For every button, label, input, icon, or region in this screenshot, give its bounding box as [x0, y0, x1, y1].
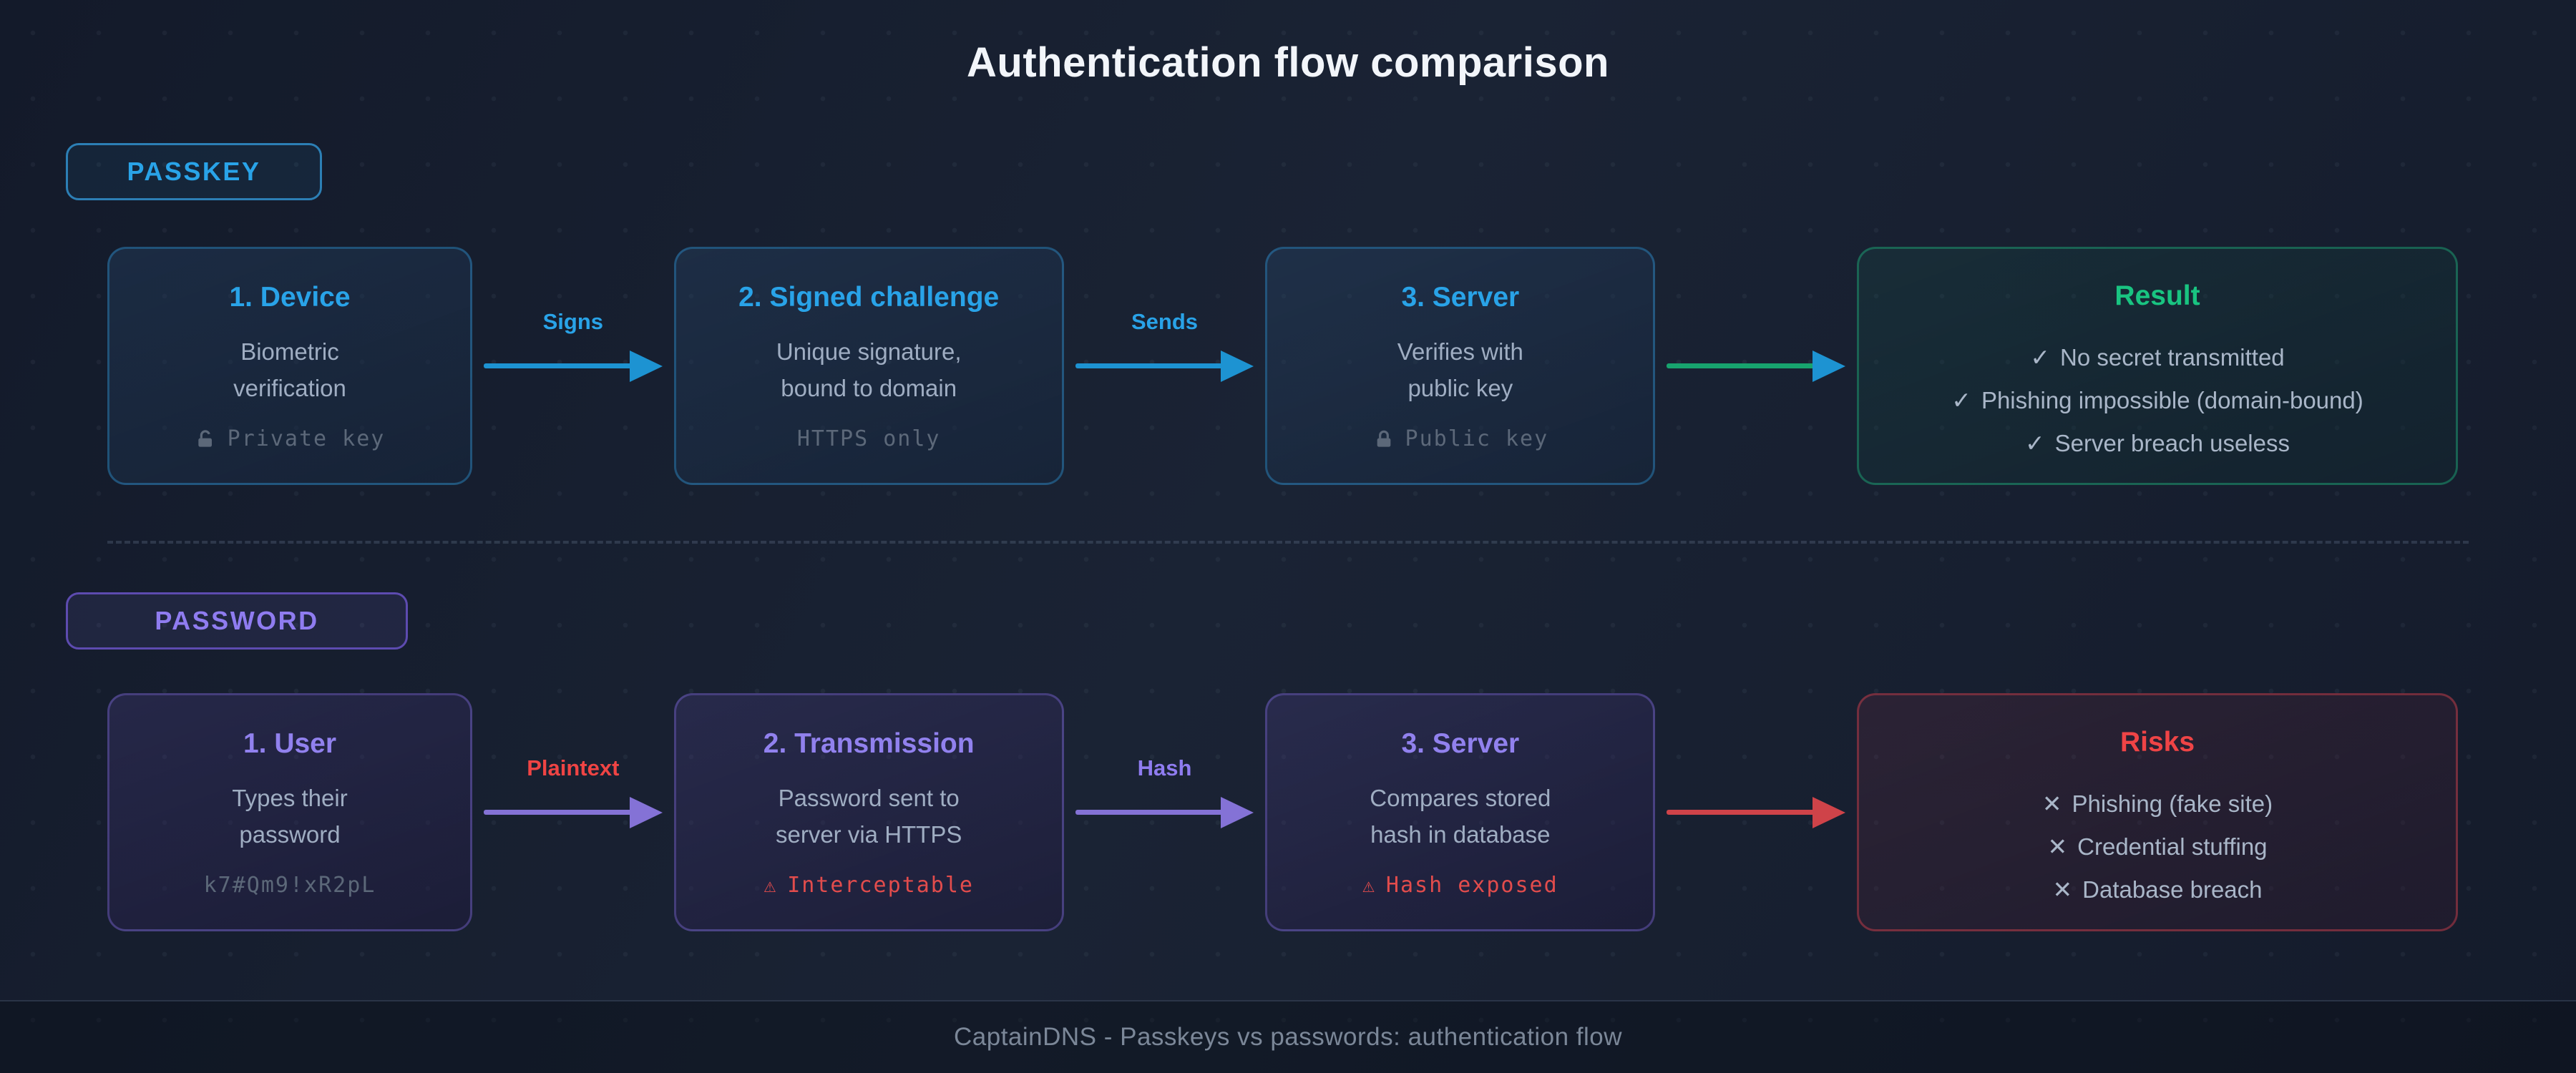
- arrow-head-icon: [1221, 796, 1254, 828]
- step-title: 1. User: [243, 728, 337, 759]
- password-badge: PASSWORD: [66, 592, 408, 650]
- step-note-text: Interceptable: [787, 873, 974, 898]
- password-step-user: 1. User Types their password k7#Qm9!xR2p…: [107, 693, 472, 931]
- step-body: Unique signature, bound to domain: [776, 338, 962, 402]
- arrow-graphic: Sends: [1075, 309, 1254, 382]
- risks-title: Risks: [2119, 727, 2195, 758]
- result-box: Result ✓ No secret transmitted ✓ Phishing …: [1857, 247, 2459, 485]
- step-note: HTTPS only: [797, 426, 941, 451]
- passkey-flow-row: 1. Device Biometric verification Private…: [107, 247, 2459, 485]
- arrow-sends: Sends: [1064, 247, 1266, 485]
- arrow-graphic: Plaintext: [484, 755, 663, 828]
- step-body: Compares stored hash in database: [1370, 785, 1551, 848]
- arrow-line: [1075, 363, 1224, 368]
- result-item: ✓ No secret transmitted: [2030, 336, 2284, 379]
- risk-item-text: Phishing (fake site): [2072, 790, 2273, 817]
- passkey-step-signed-challenge: 2. Signed challenge Unique signature, bo…: [673, 247, 1064, 485]
- result-item-text: Phishing impossible (domain-bound): [1981, 387, 2363, 414]
- page-title: Authentication flow comparison: [967, 39, 1609, 86]
- password-step-server: 3. Server Compares stored hash in databa…: [1265, 693, 1656, 931]
- arrow-hash: Hash: [1064, 693, 1266, 931]
- footer-bar: CaptainDNS - Passkeys vs passwords: auth…: [0, 1000, 2576, 1073]
- lock-icon: [1372, 428, 1395, 451]
- cross-icon: ✕: [2052, 876, 2073, 903]
- result-title: Result: [2114, 280, 2200, 311]
- risks-box: Risks ✕Phishing (fake site) ✕Credential …: [1857, 693, 2459, 931]
- passkey-badge-label: PASSKEY: [127, 157, 261, 186]
- check-icon: ✓: [2025, 430, 2045, 457]
- password-step-transmission: 2. Transmission Password sent to server …: [673, 693, 1064, 931]
- arrow-signs: Signs: [472, 247, 674, 485]
- footer-text: CaptainDNS - Passkeys vs passwords: auth…: [953, 1023, 1622, 1051]
- risk-item-text: Credential stuffing: [2077, 833, 2268, 861]
- arrow-label: Plaintext: [527, 755, 620, 780]
- arrow-head-icon: [1813, 350, 1846, 382]
- step-body: Types their password: [232, 785, 348, 848]
- arrow-graphic: Hash: [1075, 755, 1254, 828]
- arrow-line: [1075, 810, 1224, 815]
- arrow-head-icon: [629, 796, 663, 828]
- result-item-text: Server breach useless: [2054, 430, 2290, 457]
- step-note: Private key: [195, 426, 386, 451]
- passkey-badge: PASSKEY: [66, 143, 322, 200]
- arrow-head-icon: [1221, 350, 1254, 382]
- risk-item: ✕ Database breach: [2053, 868, 2263, 911]
- arrow-label: Signs: [542, 308, 604, 334]
- step-note: k7#Qm9!xR2pL: [204, 873, 376, 898]
- step-title: 3. Server: [1401, 728, 1520, 759]
- result-item: ✓ Phishing impossible (domain-bound): [1951, 379, 2363, 422]
- step-title: 2. Signed challenge: [738, 282, 1000, 313]
- step-body: Verifies with public key: [1397, 338, 1523, 402]
- arrow-to-risks: [1655, 693, 1857, 931]
- step-title: 2. Transmission: [763, 728, 975, 759]
- step-note-text: Public key: [1405, 426, 1549, 451]
- check-icon: ✓: [2030, 344, 2051, 371]
- arrow-label: Hash: [1137, 755, 1192, 780]
- step-note-text: Hash exposed: [1385, 873, 1558, 898]
- arrow-graphic: [1667, 350, 1846, 382]
- step-note-text: k7#Qm9!xR2pL: [203, 873, 376, 898]
- arrow-label: Sends: [1131, 308, 1199, 334]
- step-note-text: HTTPS only: [796, 426, 941, 451]
- arrow-plaintext: Plaintext: [472, 693, 674, 931]
- arrow-graphic: [1667, 796, 1846, 828]
- step-title: 1. Device: [229, 282, 351, 313]
- arrow-line: [1667, 810, 1815, 815]
- password-flow-row: 1. User Types their password k7#Qm9!xR2p…: [107, 693, 2459, 931]
- risk-item: ✕ Credential stuffing: [2047, 825, 2267, 868]
- step-note: ⚠ Interceptable: [763, 873, 974, 898]
- warning-icon: ⚠: [763, 873, 778, 897]
- passkey-step-device: 1. Device Biometric verification Private…: [107, 247, 472, 485]
- row-divider: [107, 541, 2469, 544]
- step-note-text: Private key: [227, 426, 386, 451]
- result-item: ✓ Server breach useless: [2025, 422, 2290, 465]
- arrow-line: [484, 810, 632, 815]
- step-title: 3. Server: [1401, 282, 1520, 313]
- arrow-head-icon: [1813, 796, 1846, 828]
- check-icon: ✓: [1951, 387, 1971, 414]
- warning-icon: ⚠: [1362, 873, 1376, 897]
- arrow-graphic: Signs: [484, 309, 663, 382]
- step-body: Biometric verification: [233, 338, 346, 402]
- step-note: Public key: [1372, 426, 1549, 451]
- risk-item: ✕ Phishing (fake site): [2042, 783, 2273, 825]
- risk-item-text: Database breach: [2082, 876, 2263, 903]
- arrow-line: [484, 363, 632, 368]
- cross-icon: ✕: [2047, 833, 2068, 861]
- arrow-to-result: [1655, 247, 1857, 485]
- step-note: ⚠ Hash exposed: [1362, 873, 1558, 898]
- arrow-line: [1667, 363, 1815, 368]
- step-body: Password sent to server via HTTPS: [775, 785, 962, 848]
- cross-icon: ✕: [2041, 790, 2062, 817]
- unlock-icon: [195, 428, 218, 451]
- arrow-head-icon: [629, 350, 663, 382]
- passkey-step-server: 3. Server Verifies with public key Publi…: [1265, 247, 1656, 485]
- password-badge-label: PASSWORD: [155, 606, 319, 635]
- result-item-text: No secret transmitted: [2060, 344, 2285, 371]
